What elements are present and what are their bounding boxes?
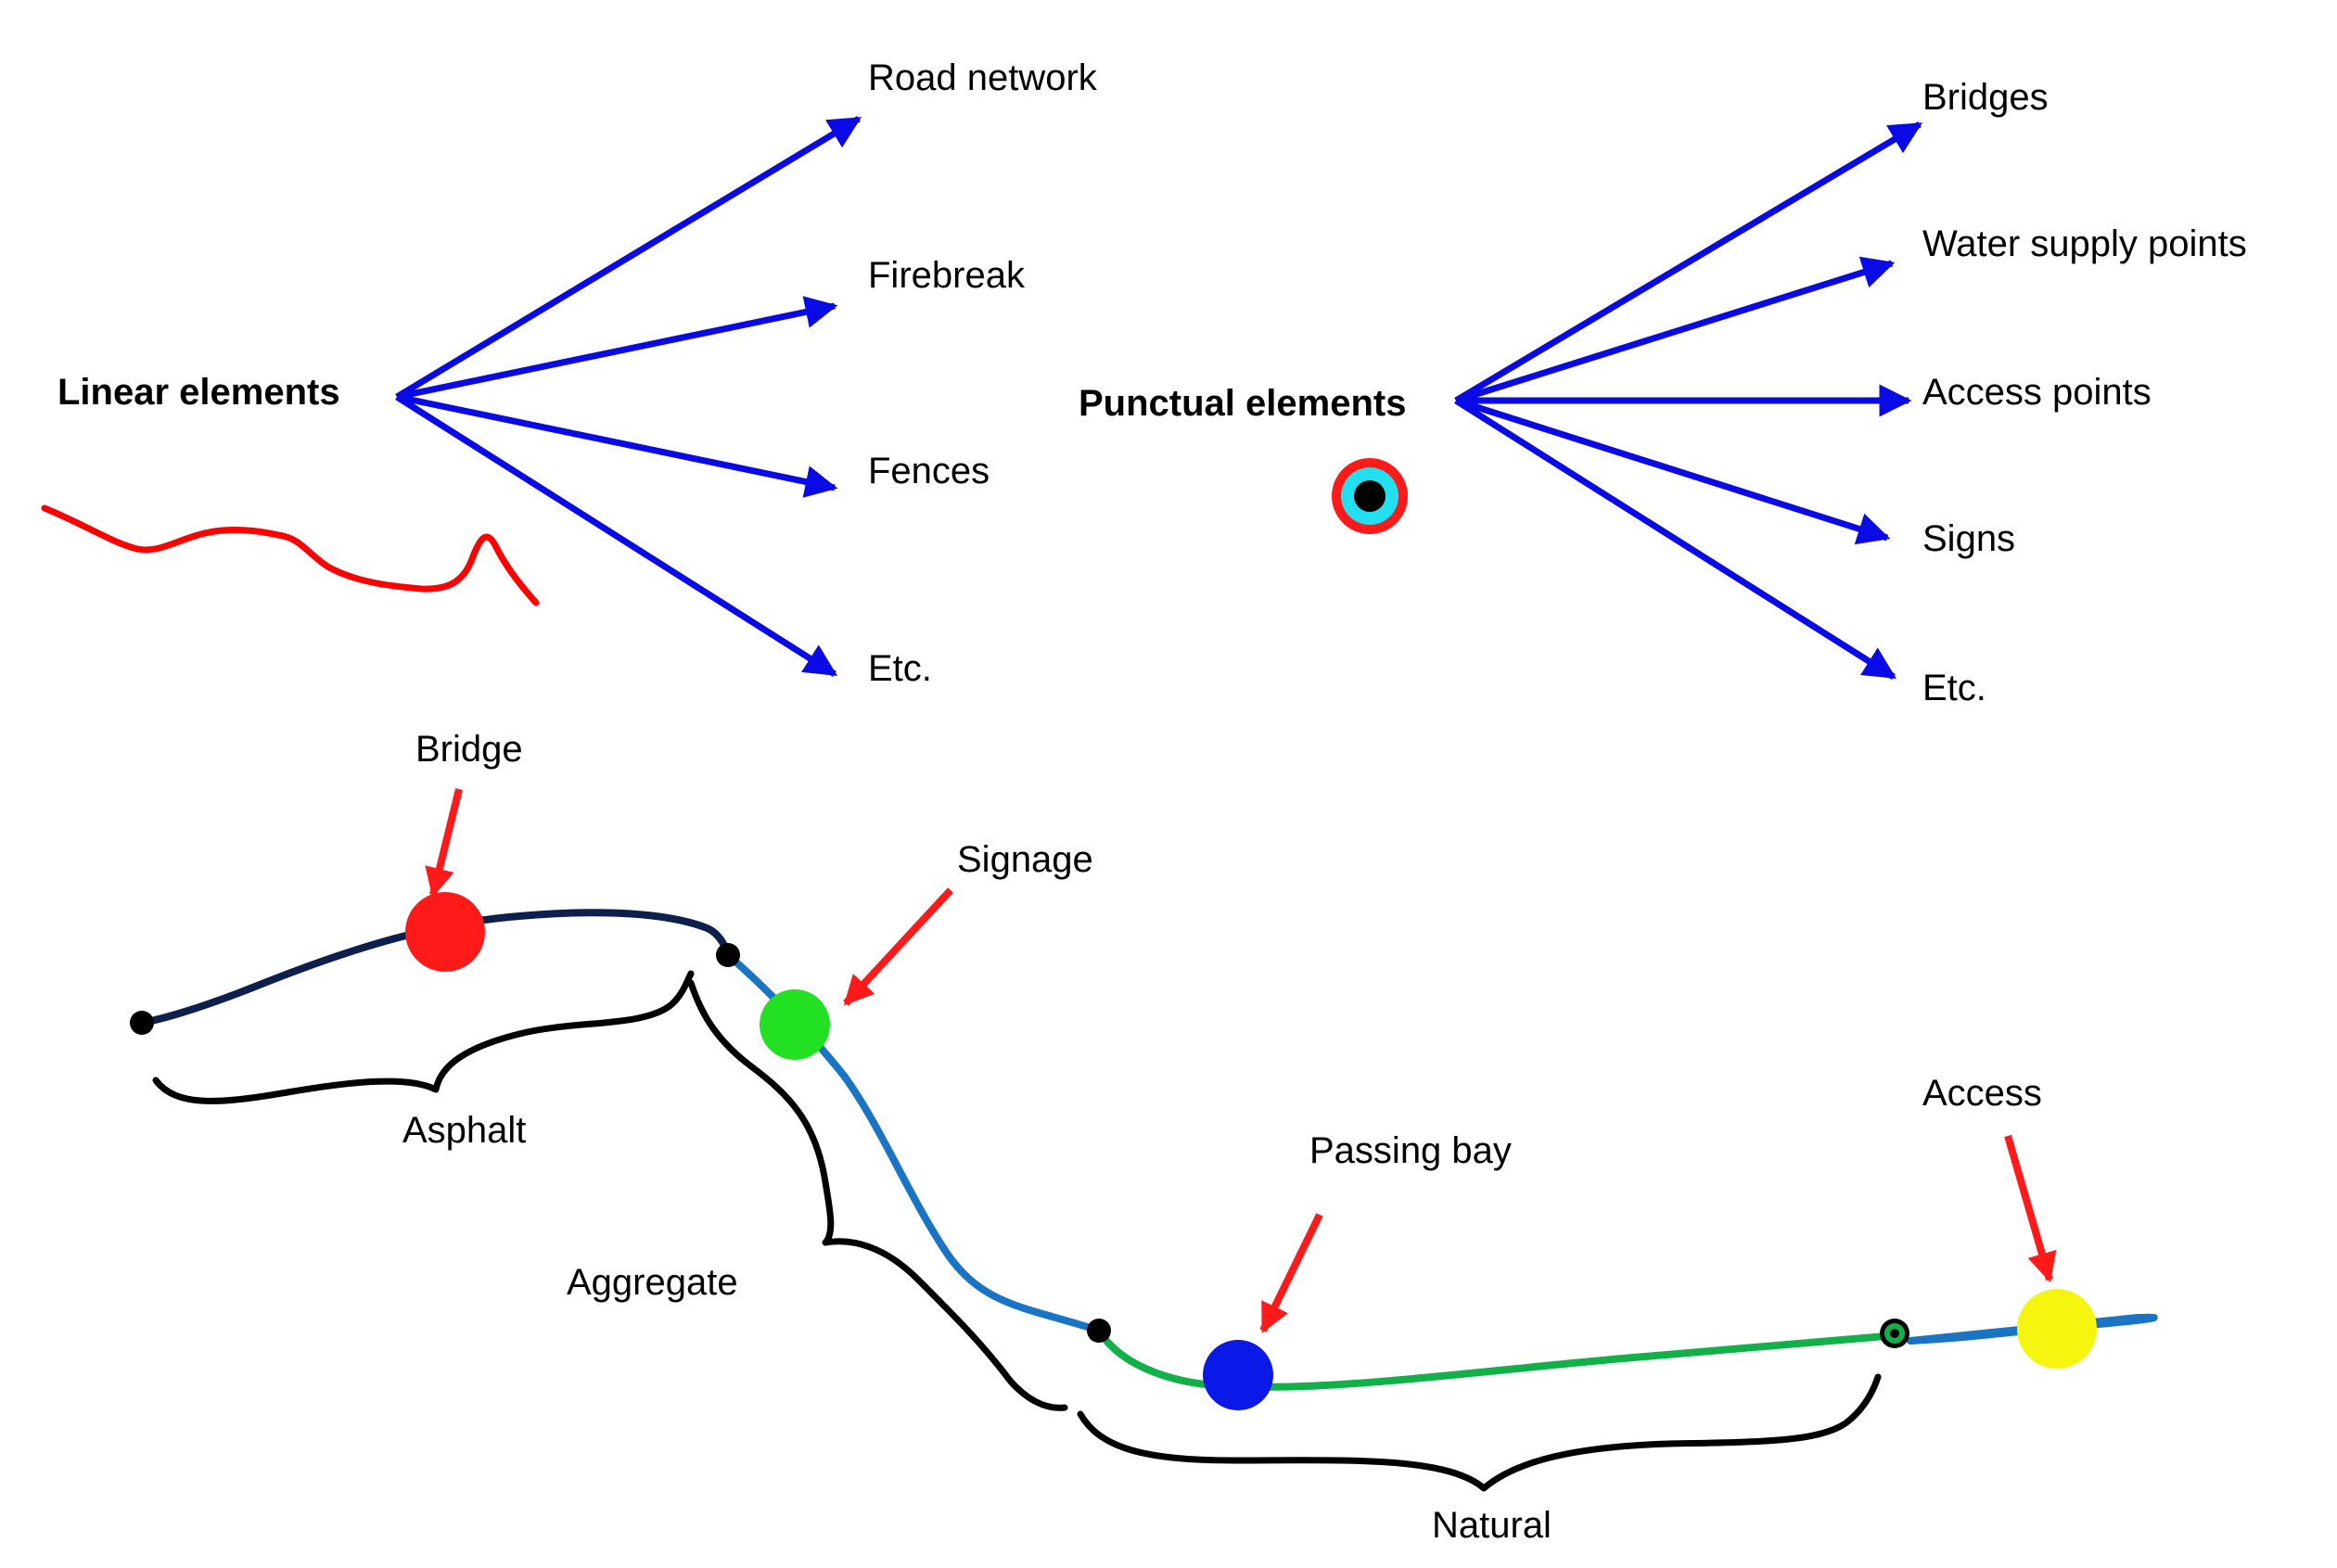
brace-natural — [1077, 1373, 1882, 1492]
label-access-points: Access points — [1922, 372, 2152, 413]
arrow-fences — [396, 393, 838, 498]
label-firebreak: Firebreak — [868, 255, 1026, 296]
section-label-natural: Natural — [1432, 1505, 1552, 1546]
label-signs: Signs — [1922, 518, 2015, 559]
callout-arrow-passing-bay — [1259, 1213, 1323, 1333]
road-segment-natural — [1095, 1327, 1900, 1391]
arrow-road-network — [395, 116, 862, 400]
linear-elements-title: Linear elements — [57, 372, 340, 413]
section-label-aggregate: Aggregate — [567, 1262, 738, 1303]
punctual-arrows — [1454, 121, 1923, 680]
linear-sample-line-icon — [41, 504, 540, 606]
callout-label-signage: Signage — [957, 839, 1093, 880]
brace-asphalt — [152, 970, 695, 1104]
passing-bay-dot-icon — [1203, 1340, 1273, 1410]
road-segment-asphalt — [138, 909, 732, 1026]
arrow-water-supply-points — [1454, 256, 1896, 404]
label-fences: Fences — [868, 451, 990, 491]
arrow-linear-etc — [395, 394, 837, 677]
linear-arrows — [395, 116, 862, 677]
label-water-supply-points: Water supply points — [1922, 223, 2247, 264]
label-bridges: Bridges — [1922, 77, 2049, 118]
access-dot-icon — [2017, 1289, 2097, 1369]
label-punctual-etc: Etc. — [1922, 668, 1986, 708]
arrow-punctual-etc — [1454, 398, 1896, 680]
callout-arrow-signage — [843, 887, 953, 1006]
punctual-elements-title: Punctual elements — [1079, 383, 1406, 424]
label-linear-etc: Etc. — [868, 648, 932, 689]
road-node-aggregate-natural — [1087, 1319, 1111, 1343]
callout-arrows — [425, 788, 2057, 1333]
label-road-network: Road network — [868, 57, 1098, 98]
punctual-symbol-icon — [1332, 458, 1408, 534]
punctual-elements-group: Punctual elements Bridges Water supply p… — [1079, 77, 2247, 708]
callout-label-bridge: Bridge — [415, 729, 523, 770]
road-example-group: Bridge Signage Passing bay Access Asphal… — [130, 729, 2158, 1546]
callout-arrow-bridge — [425, 788, 463, 899]
section-label-asphalt: Asphalt — [402, 1110, 526, 1151]
signage-dot-icon — [760, 989, 830, 1060]
road-node-asphalt-aggregate — [716, 943, 740, 967]
arrow-bridges — [1454, 121, 1923, 404]
arrow-signs — [1454, 397, 1891, 545]
arrow-firebreak — [396, 296, 838, 401]
section-braces — [152, 970, 1882, 1492]
road-node-natural-access-core — [1890, 1329, 1899, 1338]
linear-elements-group: Linear elements Road network Firebreak F… — [41, 57, 1098, 689]
bridge-dot-icon — [405, 892, 485, 972]
callout-arrow-access — [2004, 1134, 2057, 1283]
callout-label-access: Access — [1922, 1073, 2042, 1114]
callout-label-passing-bay: Passing bay — [1309, 1130, 1512, 1171]
road-node-start — [130, 1011, 154, 1035]
brace-aggregate — [687, 979, 1068, 1411]
